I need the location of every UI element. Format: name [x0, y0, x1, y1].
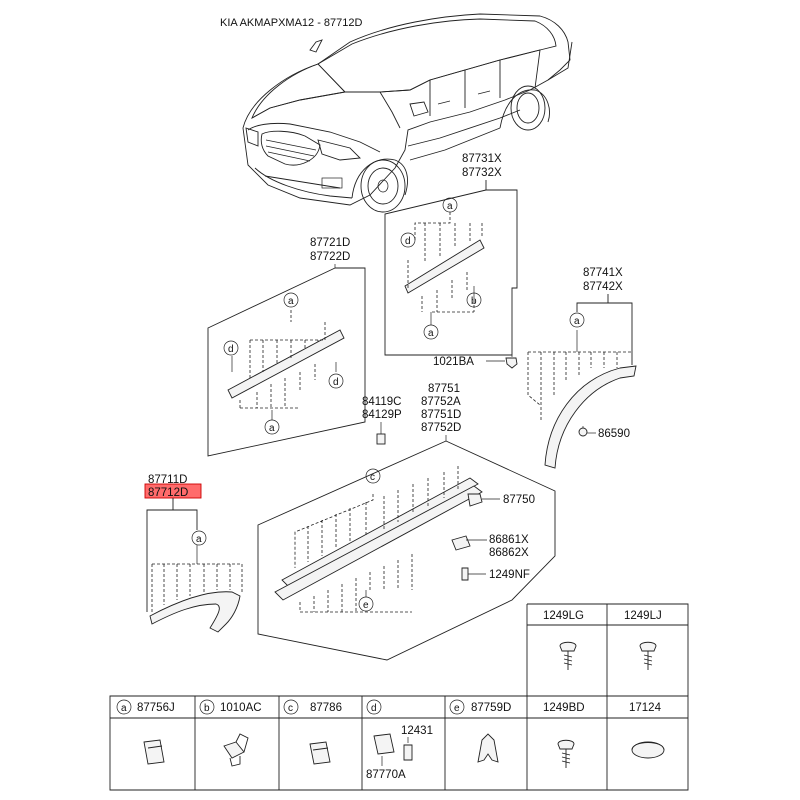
callout-a[interactable] — [191, 530, 207, 546]
group-87751: 84119C 84129P 87751 87752A 87751D 87752D… — [257, 383, 556, 661]
callout-a[interactable] — [423, 324, 439, 340]
callout-e[interactable] — [358, 596, 374, 612]
callout-letter: d — [228, 344, 234, 355]
legend-letter: e — [454, 703, 460, 714]
side-sill-molding-part[interactable] — [281, 477, 479, 589]
door-molding-part[interactable] — [404, 239, 485, 294]
legend-letter: c — [288, 703, 293, 714]
clip-icon — [477, 733, 499, 763]
callout-letter: a — [428, 328, 434, 339]
group-87731x: 87731X 87732X a d b a 1021BA — [384, 153, 518, 369]
part-label-87731x[interactable]: 87731X — [462, 153, 502, 165]
side-sill-molding-part[interactable] — [274, 485, 483, 601]
part-label-87732x[interactable]: 87732X — [462, 167, 502, 179]
legend-letter: a — [121, 703, 127, 714]
group-box — [384, 180, 518, 356]
legend-table: 1249LG 1249LJ a 87756J b 1010AC c 87786 … — [109, 603, 689, 791]
screw-icon — [557, 739, 575, 768]
wheel-arch-molding-front[interactable] — [149, 591, 241, 633]
part-label-87722d[interactable]: 87722D — [310, 251, 350, 263]
legend-code-1249lg[interactable]: 1249LG — [543, 610, 584, 622]
part-label-87750[interactable]: 87750 — [503, 494, 535, 506]
door-molding-part[interactable] — [227, 329, 345, 399]
callout-letter: d — [333, 377, 339, 388]
part-label-86590[interactable]: 86590 — [598, 428, 630, 440]
callout-a[interactable] — [569, 312, 585, 328]
part-label-87742x[interactable]: 87742X — [583, 281, 623, 293]
legend-code-87770a[interactable]: 87770A — [366, 769, 406, 781]
legend-letter: d — [371, 703, 377, 714]
part-label-87751[interactable]: 87751 — [428, 383, 460, 395]
callout-letter: d — [405, 236, 411, 247]
screw-icon — [639, 641, 657, 670]
legend-code-1249bd[interactable]: 1249BD — [543, 702, 585, 714]
clip-icon — [143, 739, 165, 765]
part-label-87752a[interactable]: 87752A — [421, 396, 461, 408]
part-label-84119c[interactable]: 84119C — [362, 396, 401, 408]
group-box — [207, 267, 366, 457]
bolt-1249nf[interactable] — [461, 567, 469, 581]
vehicle-illustration — [242, 13, 573, 213]
screw-icon — [559, 641, 577, 670]
callout-letter: b — [471, 296, 477, 307]
part-label-87711d[interactable]: 87711D — [148, 474, 187, 486]
callout-letter: e — [363, 600, 369, 611]
callout-letter: a — [574, 316, 580, 327]
screw-12431[interactable] — [403, 744, 413, 761]
group-87721d: 87721D 87722D a d d a — [207, 237, 366, 457]
legend-code-87759d[interactable]: 87759D — [471, 702, 511, 714]
legend-code-1249lj[interactable]: 1249LJ — [624, 610, 662, 622]
callout-letter: a — [288, 296, 294, 307]
legend-code-87756j[interactable]: 87756J — [137, 702, 175, 714]
legend-code-12431[interactable]: 12431 — [401, 725, 433, 737]
legend-code-17124-label[interactable]: 17124 — [629, 702, 662, 714]
callout-letter: a — [269, 423, 275, 434]
diagram-title: KIA AKMAPXMA12 - 87712D — [220, 17, 363, 29]
callout-a[interactable] — [442, 197, 458, 213]
legend-code-87786[interactable]: 87786 — [310, 702, 342, 714]
part-label-87751d[interactable]: 87751D — [421, 409, 461, 421]
wheel-arch-molding[interactable] — [544, 365, 637, 469]
callout-b[interactable] — [466, 292, 482, 308]
part-label-87721d[interactable]: 87721D — [310, 237, 350, 249]
bolt-1021ba[interactable] — [505, 357, 518, 369]
callout-d[interactable] — [328, 373, 344, 389]
part-label-86862x[interactable]: 86862X — [489, 547, 529, 559]
bracket-86861x[interactable] — [451, 535, 471, 551]
callout-letter: a — [196, 534, 202, 545]
part-label-87712d[interactable]: 87712D — [148, 487, 188, 499]
callout-d[interactable] — [400, 232, 416, 248]
callout-c[interactable] — [365, 468, 381, 484]
part-label-86861x[interactable]: 86861X — [489, 534, 529, 546]
callout-a[interactable] — [264, 419, 280, 435]
clip-icon — [309, 741, 331, 765]
part-label-1249nf[interactable]: 1249NF — [489, 569, 530, 581]
clip-87770a[interactable] — [373, 733, 395, 755]
part-label-84129p[interactable]: 84129P — [362, 409, 402, 421]
group-87741x: 87741X 87742X a 86590 — [527, 267, 637, 469]
part-label-87741x[interactable]: 87741X — [583, 267, 623, 279]
clip-87750[interactable] — [467, 493, 483, 507]
plug-icon — [631, 741, 665, 759]
group-box — [257, 440, 556, 661]
legend-letter: b — [204, 703, 210, 714]
clip-icon — [223, 733, 249, 767]
group-87711d: 87711D 87712D a — [144, 474, 243, 633]
callout-d[interactable] — [223, 340, 239, 356]
callout-a[interactable] — [283, 292, 299, 308]
part-label-87752d[interactable]: 87752D — [421, 422, 461, 434]
part-label-1021ba[interactable]: 1021BA — [433, 356, 474, 368]
clip-86590[interactable] — [578, 427, 588, 437]
callout-letter: a — [447, 201, 453, 212]
legend-code-1010ac[interactable]: 1010AC — [220, 702, 262, 714]
pad-84119c[interactable] — [376, 433, 386, 445]
callout-letter: c — [370, 472, 375, 483]
